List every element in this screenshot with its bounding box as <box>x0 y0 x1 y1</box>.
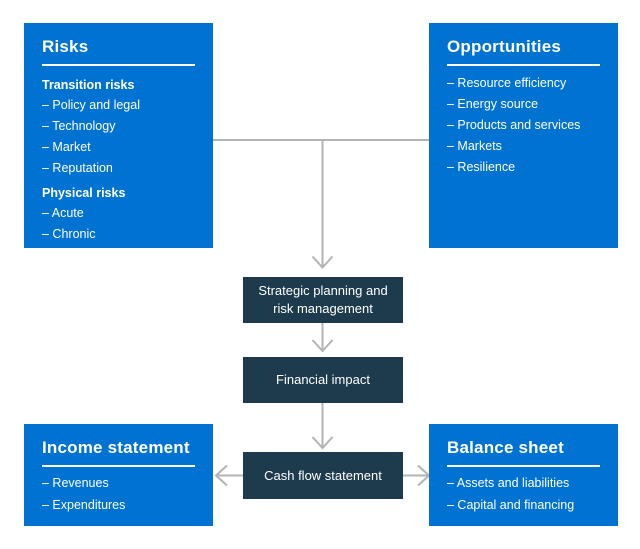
right-arrowhead-to-balance <box>417 464 431 487</box>
transition-risks-heading: Transition risks <box>42 78 135 92</box>
income-statement-title: Income statement <box>42 438 190 457</box>
title-underline <box>42 465 195 467</box>
list-item: – Expenditures <box>42 498 126 512</box>
balance-sheet-title: Balance sheet <box>447 438 564 457</box>
opportunities-panel: Opportunities – Resource efficiency – En… <box>429 23 618 248</box>
cash-flow-statement-label: Cash flow statement <box>264 467 382 483</box>
opportunities-title: Opportunities <box>447 37 562 56</box>
list-item: – Chronic <box>42 227 96 241</box>
risks-panel: Risks Transition risks – Policy and lega… <box>24 23 213 248</box>
list-item: – Markets <box>447 139 502 153</box>
left-arrowhead-to-income <box>214 464 228 487</box>
list-item: – Reputation <box>42 161 113 175</box>
financial-impact-label: Financial impact <box>276 372 370 387</box>
financial-impact-box: Financial impact <box>243 357 403 403</box>
down-arrowhead-to-cashflow <box>311 436 334 450</box>
strategic-planning-box: Strategic planning and risk management <box>243 277 403 323</box>
title-underline <box>447 64 600 66</box>
balance-sheet-panel: Balance sheet – Assets and liabilities –… <box>429 424 618 526</box>
down-arrowhead-to-financial <box>311 339 334 353</box>
list-item: – Resource efficiency <box>447 76 567 90</box>
list-item: – Capital and financing <box>447 498 575 512</box>
list-item: – Policy and legal <box>42 98 140 112</box>
income-statement-panel: Income statement – Revenues – Expenditur… <box>24 424 213 526</box>
list-item: – Revenues <box>42 476 109 490</box>
risks-title: Risks <box>42 37 89 56</box>
list-item: – Assets and liabilities <box>447 476 570 490</box>
list-item: – Technology <box>42 119 116 133</box>
list-item: – Acute <box>42 206 84 220</box>
title-underline <box>447 465 600 467</box>
list-item: – Products and services <box>447 118 581 132</box>
down-arrowhead-to-strategic <box>311 255 334 269</box>
list-item: – Market <box>42 140 91 154</box>
physical-risks-heading: Physical risks <box>42 186 126 200</box>
list-item: – Resilience <box>447 160 516 174</box>
cash-flow-statement-box: Cash flow statement <box>243 452 403 499</box>
strategic-planning-label: Strategic planning and risk management <box>258 283 388 316</box>
list-item: – Energy source <box>447 97 539 111</box>
title-underline <box>42 64 195 66</box>
